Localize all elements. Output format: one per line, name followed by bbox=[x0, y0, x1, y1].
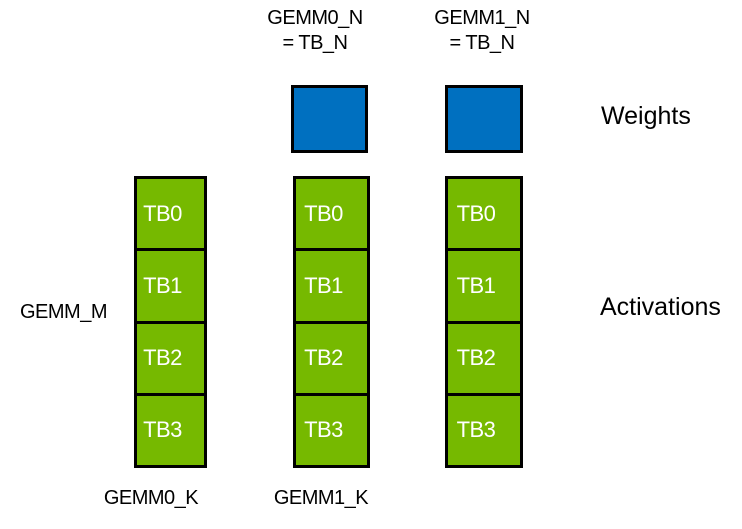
gemm1-weights-square bbox=[445, 85, 523, 153]
threadblock-cell: TB2 bbox=[137, 323, 204, 393]
gemm1-n-label: GEMM1_N = TB_N bbox=[412, 6, 552, 56]
gemm0-n-label: GEMM0_N = TB_N bbox=[245, 6, 385, 56]
weights-label: Weights bbox=[601, 102, 691, 130]
threadblock-cell: TB0 bbox=[296, 179, 367, 249]
threadblock-cell: TB3 bbox=[448, 395, 520, 465]
gemm0-n-label-line1: GEMM0_N bbox=[267, 7, 363, 29]
gemm0-k-label: GEMM0_K bbox=[103, 487, 199, 509]
threadblock-cell: TB0 bbox=[448, 179, 520, 249]
gemm0-activations-column: TB0 TB1 TB2 TB3 bbox=[293, 176, 370, 468]
threadblock-cell: TB3 bbox=[137, 395, 204, 465]
threadblock-cell: TB1 bbox=[296, 251, 367, 321]
gemm0-weights-square bbox=[291, 85, 368, 153]
gemm1-n-label-line1: GEMM1_N bbox=[434, 7, 530, 29]
gemm-m-label: GEMM_M bbox=[20, 301, 108, 323]
gemm0-n-label-line2: = TB_N bbox=[282, 32, 349, 54]
gemm-m-activations-column: TB0 TB1 TB2 TB3 bbox=[134, 176, 207, 468]
threadblock-cell: TB3 bbox=[296, 395, 367, 465]
gemm1-k-label: GEMM1_K bbox=[273, 487, 369, 509]
threadblock-cell: TB2 bbox=[448, 323, 520, 393]
threadblock-cell: TB2 bbox=[296, 323, 367, 393]
threadblock-cell: TB1 bbox=[448, 251, 520, 321]
gemm1-activations-column: TB0 TB1 TB2 TB3 bbox=[445, 176, 523, 468]
threadblock-cell: TB1 bbox=[137, 251, 204, 321]
gemm1-n-label-line2: = TB_N bbox=[449, 32, 516, 54]
threadblock-cell: TB0 bbox=[137, 179, 204, 249]
activations-label: Activations bbox=[600, 293, 721, 321]
